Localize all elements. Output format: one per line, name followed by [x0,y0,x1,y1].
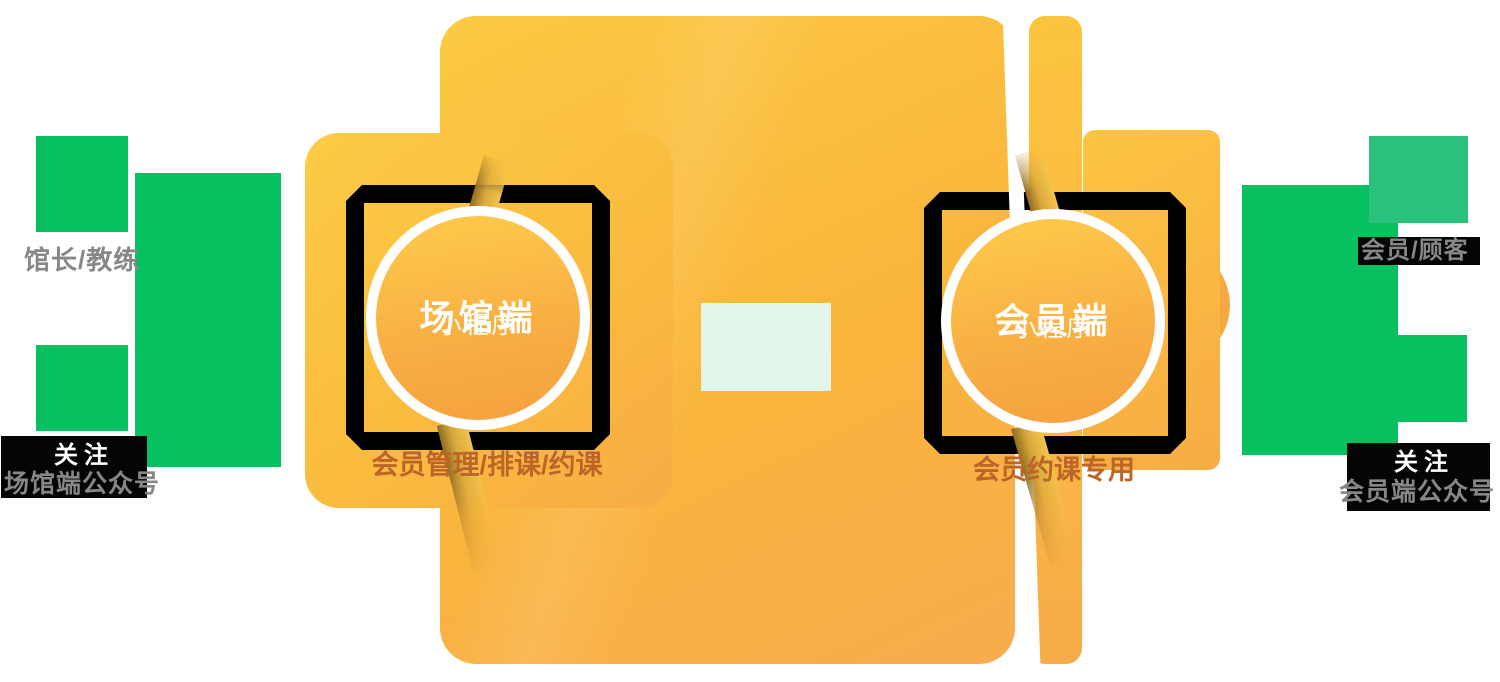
mint-connector-rect [701,303,831,391]
right-user-block-large [1242,185,1398,455]
left-user-block-small-bottom [36,345,128,431]
venue-miniprogram-name: 场馆端 [419,298,537,338]
venue-miniprogram-badge: 场馆端 小程序 [366,206,590,430]
right-follow-account: 会员端公众号 [1339,478,1496,506]
left-follow-box [1,436,147,498]
venue-caption: 会员管理/排课/约课 [371,450,603,480]
right-role-label: 会员/顾客 [1361,237,1469,264]
left-role-label: 馆长/教练 [24,245,141,275]
member-miniprogram-name: 会员端 [994,301,1112,341]
member-miniprogram-badge: 会员端 小程序 [941,209,1165,433]
right-follow-title: 关注 [1394,449,1454,476]
right-user-block-teal-top [1369,136,1468,223]
member-caption: 会员约课专用 [973,455,1135,485]
left-follow-title: 关注 [54,442,114,469]
left-user-block-small-top [36,136,128,232]
scan-frame-venue-icon [346,185,610,450]
left-user-block-large [135,173,281,467]
venue-miniprogram-subtitle: 小程序 [437,312,519,339]
right-follow-box [1347,443,1490,511]
left-follow-account: 场馆端公众号 [4,470,161,498]
right-user-block-small-bottom [1397,335,1467,422]
right-role-box [1358,237,1480,265]
member-miniprogram-subtitle: 小程序 [1012,315,1094,342]
